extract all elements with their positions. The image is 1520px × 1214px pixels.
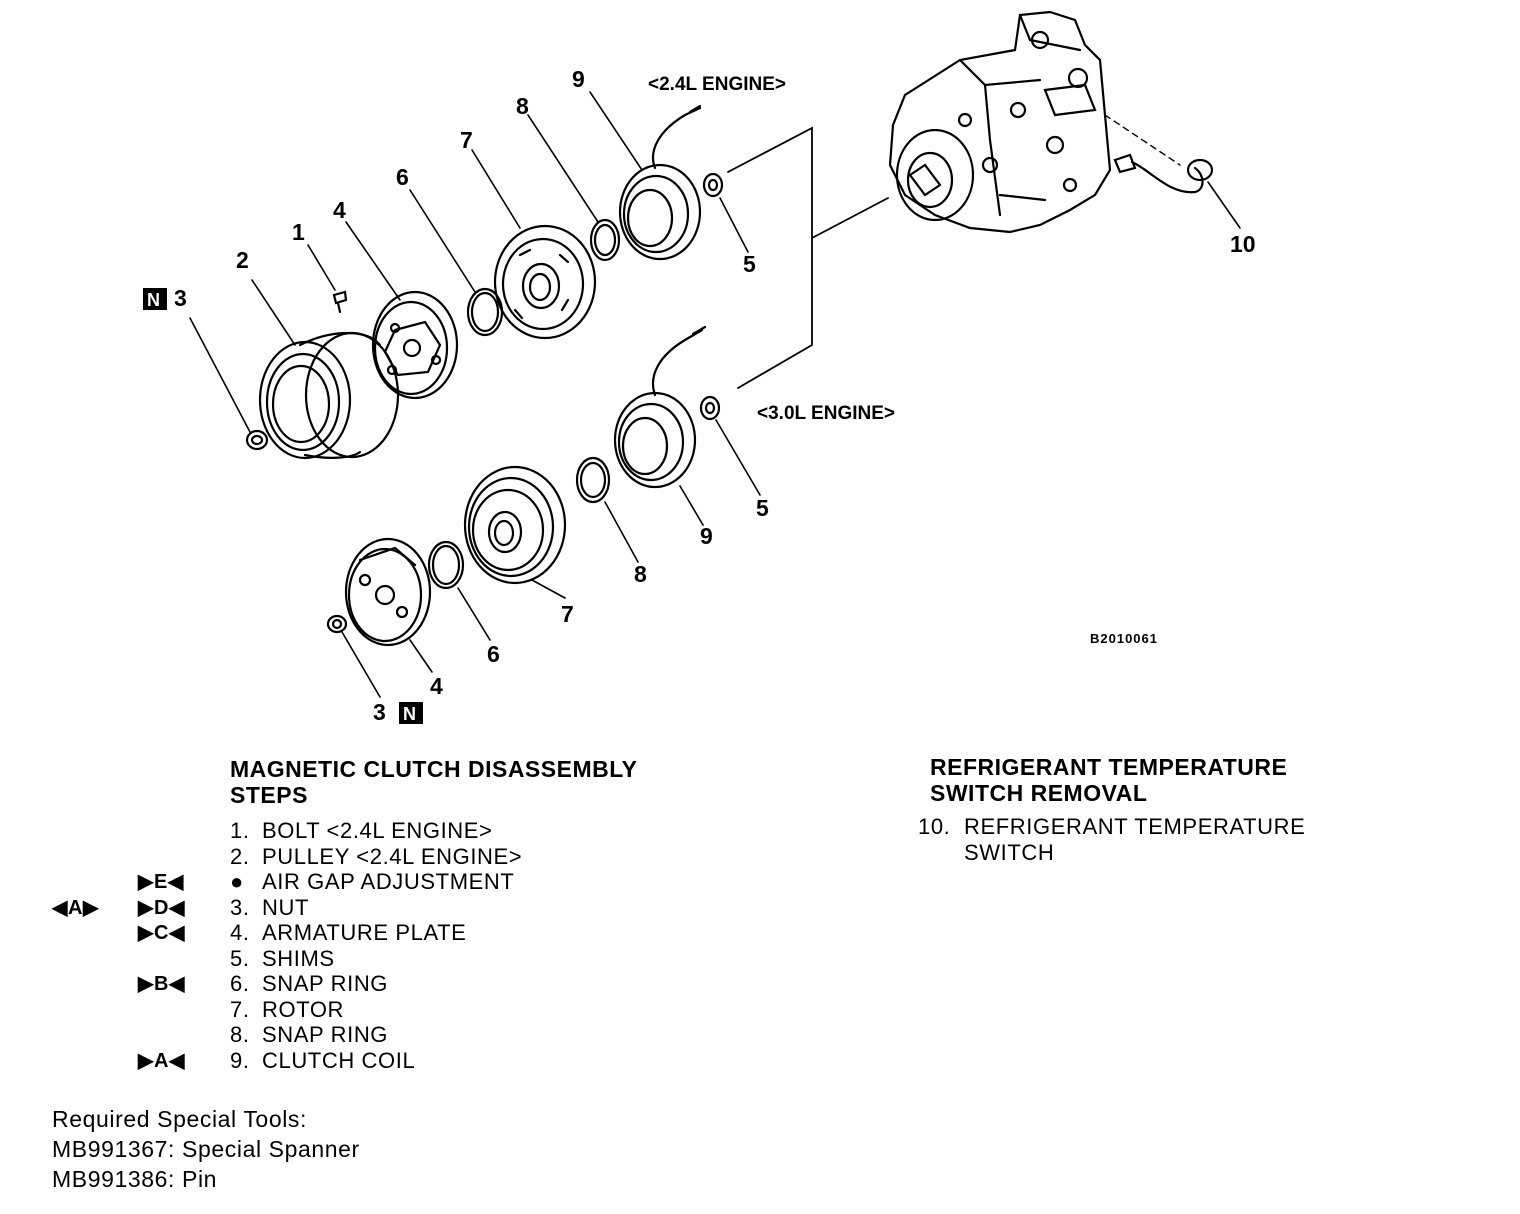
step-number: 3. (230, 895, 250, 920)
step-mark-installation: ◀A▶ (52, 897, 100, 919)
step-row: 8. SNAP RING (0, 1022, 760, 1048)
callout-6-bottom: 6 (487, 641, 500, 667)
leader-lines (189, 91, 1241, 698)
new-part-mark-bottom: N (403, 704, 416, 724)
callout-9-top: 9 (572, 66, 585, 92)
group-3-0l (326, 325, 721, 647)
compressor-body (888, 10, 1112, 234)
removal-step: 10. REFRIGERANT TEMPERATURE SWITCH (918, 814, 1305, 865)
step-mark: ▶B◀ (138, 973, 186, 995)
callout-8-top: 8 (516, 93, 529, 119)
step-mark: ▶E◀ (138, 871, 184, 893)
special-tool-pin: MB991386: Pin (52, 1166, 218, 1192)
step-bullet: ● (230, 869, 244, 894)
callout-3-bottom: 3 (373, 699, 386, 725)
callout-4-bottom: 4 (430, 673, 443, 699)
special-tools-heading: Required Special Tools: (52, 1106, 308, 1132)
disassembly-heading-line1: MAGNETIC CLUTCH DISASSEMBLY (230, 756, 638, 782)
step-text: CLUTCH COIL (262, 1048, 416, 1073)
step-number: 8. (230, 1022, 250, 1047)
step-number: 1. (230, 818, 250, 843)
step-row: 2. PULLEY <2.4L ENGINE> (0, 844, 760, 870)
step-row: 1. BOLT <2.4L ENGINE> (0, 818, 760, 844)
callout-8-bottom: 8 (634, 561, 647, 587)
engine-label-2-4l: <2.4L ENGINE> (648, 74, 786, 95)
callout-7-bottom: 7 (561, 601, 574, 627)
removal-heading-line1: REFRIGERANT TEMPERATURE (930, 754, 1288, 780)
step-row: ▶B◀ 6. SNAP RING (0, 971, 760, 997)
step-text: SNAP RING (262, 1022, 389, 1047)
new-part-mark-top: N (147, 290, 160, 310)
step-row: ▶A◀ 9. CLUTCH COIL (0, 1048, 760, 1074)
removal-step-text: REFRIGERANT TEMPERATURE SWITCH (964, 814, 1305, 866)
callout-9-bottom: 9 (700, 523, 713, 549)
callout-5-top: 5 (743, 251, 756, 277)
special-tool-spanner: MB991367: Special Spanner (52, 1136, 360, 1162)
step-text: SNAP RING (262, 971, 389, 996)
special-tools: Required Special Tools: MB991367: Specia… (52, 1104, 360, 1194)
step-text: SHIMS (262, 946, 335, 971)
step-number: 2. (230, 844, 250, 869)
engine-label-3-0l: <3.0L ENGINE> (757, 403, 895, 424)
step-mark: ▶A◀ (138, 1050, 186, 1072)
step-text: ROTOR (262, 997, 345, 1022)
callout-5-bottom: 5 (756, 495, 769, 521)
step-row: 5. SHIMS (0, 946, 760, 972)
callout-4-top: 4 (333, 197, 346, 223)
callout-1: 1 (292, 219, 305, 245)
step-number: 9. (230, 1048, 250, 1073)
callout-2: 2 (236, 247, 249, 273)
removal-heading-line2: SWITCH REMOVAL (930, 780, 1148, 806)
refrigerant-temperature-switch (1113, 153, 1214, 194)
step-mark: ▶D◀ (138, 897, 186, 919)
new-part-box-top (143, 288, 167, 310)
step-row: ▶E◀ ● AIR GAP ADJUSTMENT (0, 869, 760, 895)
step-number: 7. (230, 997, 250, 1022)
step-text: BOLT <2.4L ENGINE> (262, 818, 493, 843)
new-part-box-bottom (399, 702, 423, 724)
step-number: 6. (230, 971, 250, 996)
step-text: ARMATURE PLATE (262, 920, 467, 945)
figure-code: B2010061 (1090, 631, 1158, 646)
step-row: ▶C◀ 4. ARMATURE PLATE (0, 920, 760, 946)
callout-10: 10 (1230, 231, 1256, 257)
exploded-view-diagram: 1 2 N 3 4 6 7 8 9 <2.4L ENGINE> 5 10 <3.… (143, 10, 1256, 725)
step-number: 5. (230, 946, 250, 971)
step-number: 4. (230, 920, 250, 945)
group-2-4l (245, 104, 724, 460)
disassembly-heading: MAGNETIC CLUTCH DISASSEMBLY STEPS (230, 756, 638, 808)
step-text: AIR GAP ADJUSTMENT (262, 869, 515, 894)
disassembly-heading-line2: STEPS (230, 782, 308, 808)
removal-step-line1: REFRIGERANT TEMPERATURE (964, 814, 1306, 839)
removal-step-number: 10. (918, 814, 951, 839)
step-row: ◀A▶ ▶D◀ 3. NUT (0, 895, 760, 921)
step-row: 7. ROTOR (0, 997, 760, 1023)
removal-heading: REFRIGERANT TEMPERATURE SWITCH REMOVAL (930, 754, 1287, 806)
step-text: NUT (262, 895, 310, 920)
removal-step-line2: SWITCH (964, 840, 1055, 865)
callout-7-top: 7 (460, 127, 473, 153)
engine-bracket (727, 126, 889, 389)
step-mark: ▶C◀ (138, 922, 186, 944)
step-text: PULLEY <2.4L ENGINE> (262, 844, 523, 869)
callout-3-top: 3 (174, 285, 187, 311)
callout-6-top: 6 (396, 164, 409, 190)
